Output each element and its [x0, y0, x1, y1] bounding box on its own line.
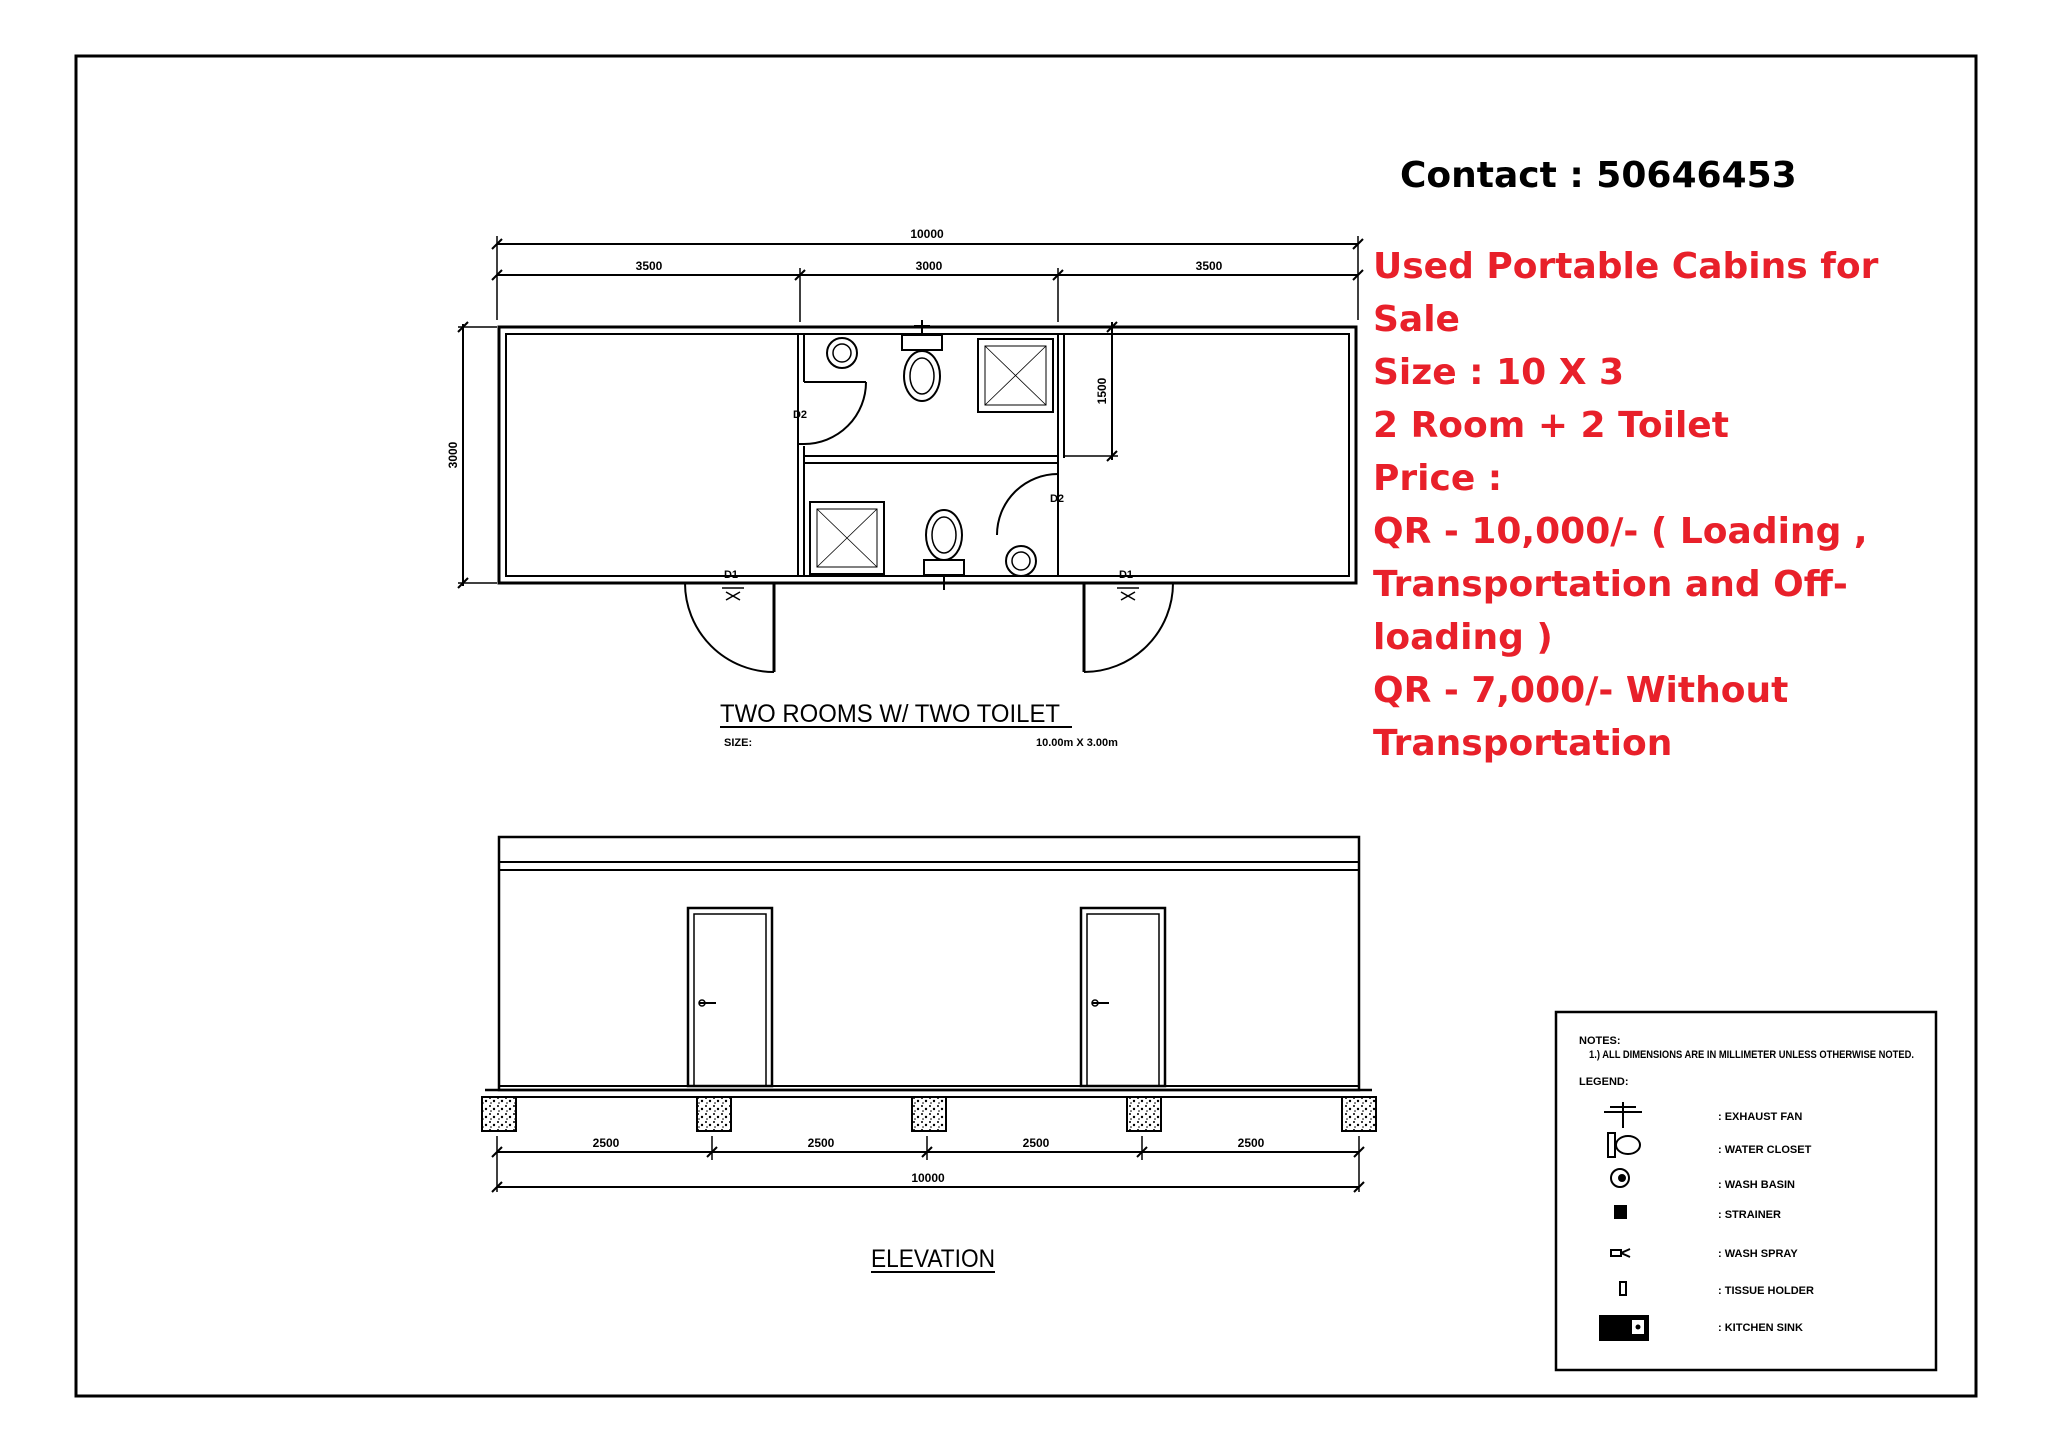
plan-dim-left: 3500 [636, 259, 663, 273]
legend-item-water-closet: : WATER CLOSET [1718, 1144, 1812, 1156]
contact-number: Contact : 50646453 [1400, 155, 1797, 196]
elev-dim-4: 2500 [1238, 1136, 1265, 1150]
plan-dim-total: 10000 [910, 227, 944, 241]
legend-item-exhaust-fan: : EXHAUST FAN [1718, 1111, 1802, 1123]
wash-basin-icon [1610, 1168, 1630, 1188]
legend-item-wash-spray: : WASH SPRAY [1718, 1248, 1798, 1260]
door-label-d2-upper: D2 [793, 409, 807, 421]
legend-item-strainer: : STRAINER [1718, 1209, 1781, 1221]
legend-item-kitchen-sink: : KITCHEN SINK [1718, 1322, 1803, 1334]
ad-line-6: QR - 10,000/- ( Loading , [1373, 511, 1868, 552]
water-closet-icon [1607, 1132, 1641, 1158]
door-label-d2-lower: D2 [1050, 493, 1064, 505]
legend-item-tissue-holder: : TISSUE HOLDER [1718, 1285, 1814, 1297]
elev-dim-2: 2500 [808, 1136, 835, 1150]
ad-line-5: Price : [1373, 458, 1503, 499]
elevation-drawing [481, 835, 1377, 1193]
elev-dim-1: 2500 [593, 1136, 620, 1150]
elev-dim-total: 10000 [911, 1171, 945, 1185]
tissue-holder-icon [1619, 1281, 1627, 1296]
elev-dim-3: 2500 [1023, 1136, 1050, 1150]
floor-plan [457, 236, 1364, 673]
plan-dim-right: 3500 [1196, 259, 1223, 273]
plan-title: TWO ROOMS W/ TWO TOILET [720, 700, 1060, 728]
door-label-d1-left: D1 [724, 569, 738, 581]
notes-item-1: 1.) ALL DIMENSIONS ARE IN MILLIMETER UNL… [1589, 1049, 1914, 1061]
ad-line-4: 2 Room + 2 Toilet [1373, 405, 1729, 446]
size-value: 10.00m X 3.00m [1036, 737, 1118, 749]
kitchen-sink-icon [1599, 1315, 1649, 1341]
ad-line-10: Transportation [1373, 723, 1673, 764]
door-label-d1-right: D1 [1119, 569, 1133, 581]
sheet-border [74, 54, 1978, 1398]
ad-line-9: QR - 7,000/- Without [1373, 670, 1789, 711]
sale-advertisement: Used Portable Cabins for Sale Size : 10 … [1373, 240, 1933, 770]
size-label: SIZE: [724, 737, 752, 749]
plan-dim-toilet: 1500 [1095, 377, 1109, 404]
legend-item-wash-basin: : WASH BASIN [1718, 1179, 1795, 1191]
elevation-title: ELEVATION [871, 1245, 995, 1273]
strainer-icon [1614, 1205, 1627, 1219]
ad-line-2: Sale [1373, 299, 1460, 340]
wash-spray-icon [1610, 1248, 1631, 1258]
ad-line-1: Used Portable Cabins for [1373, 246, 1879, 287]
ad-line-8: loading ) [1373, 617, 1553, 658]
legend-heading: LEGEND: [1579, 1076, 1629, 1088]
notes-heading: NOTES: [1579, 1035, 1621, 1047]
ad-line-3: Size : 10 X 3 [1373, 352, 1625, 393]
ad-line-7: Transportation and Off- [1373, 564, 1848, 605]
exhaust-fan-icon [1604, 1102, 1642, 1128]
plan-dim-mid: 3000 [916, 259, 943, 273]
plan-dim-height: 3000 [446, 441, 460, 468]
legend-box [1554, 1010, 1938, 1372]
